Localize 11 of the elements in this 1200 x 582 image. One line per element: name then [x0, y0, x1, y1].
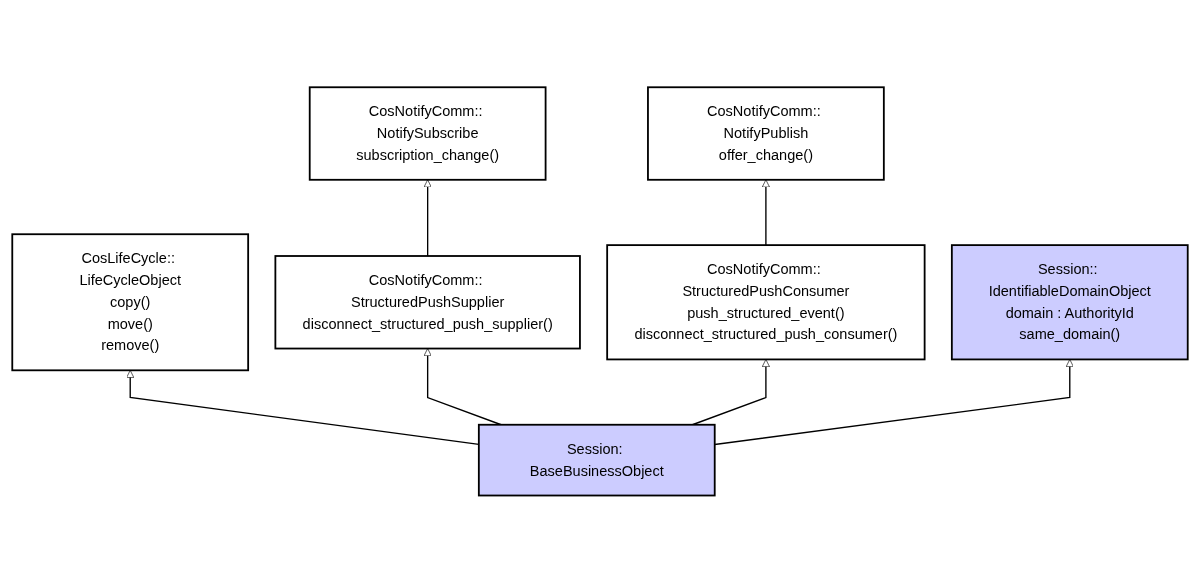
node-box: CosNotifyComm:: NotifySubscribe subscription_change(): [308, 85, 547, 181]
arrow: [423, 347, 502, 426]
node-box: CosNotifyComm:: StructuredPushConsumer push_structured_event() disconnect_structured_push_consumer(): [606, 243, 926, 360]
node-box: Session: BaseBusinessObject: [477, 423, 716, 497]
arrow: [714, 358, 1074, 445]
arrow: [761, 179, 770, 246]
node-box: Session:: IdentifiableDomainObject domain : AuthorityId same_domain(): [950, 243, 1189, 360]
arrow: [423, 179, 432, 257]
node-box: CosLifeCycle:: LifeCycleObject copy() move() remove(): [11, 232, 250, 371]
node-box: CosNotifyComm:: NotifyPublish offer_change(): [647, 85, 885, 181]
node-box: CosNotifyComm:: StructuredPushSupplier disconnect_structured_push_supplier(): [274, 254, 581, 350]
